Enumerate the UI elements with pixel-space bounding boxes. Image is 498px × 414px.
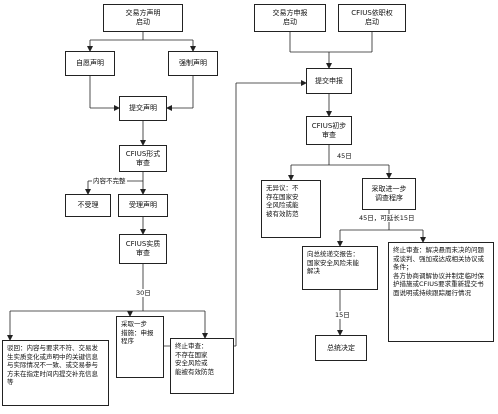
cfius-initial-review-node: CFIUS初步 审查 [306,116,352,145]
terminate-review-2-node: 终止审查：解决悬而未决的问题或谈判、强加或达成相关协议或条件； 各方协商调解协议… [388,242,494,342]
further-measures-node: 采取一步 措施：申报 程序 [116,316,164,378]
days-30-label: 30日 [135,289,152,297]
reject-node: 驳回：内容与要求不符、交易发生实质变化或声明中的关键信息与实际情况不一致、或交易… [2,340,109,406]
report-president-node: 向总统递交报告： 国家安全风险未能 解决 [302,246,378,290]
no-objection-node: 无异议：不 存在国家安 全风险或能 被有效防范 [261,180,321,238]
start-cfius-ex-officio-node: CFIUS依职权 启动 [338,4,406,32]
accept-declaration-node: 受理声明 [118,194,168,217]
further-investigation-node: 采取进一步 调查程序 [362,178,416,210]
start-parties-declaration-node: 交易方声明 启动 [103,4,183,32]
voluntary-declaration-node: 自愿声明 [65,51,115,76]
cfius-substantive-review-node: CFIUS实质 审查 [119,234,167,264]
start-parties-filing-node: 交易方申报 启动 [254,4,326,32]
submit-filing-node: 提交申报 [306,68,352,94]
days-45-extend-label: 45日，可延长15日 [358,214,416,222]
final-decision-node: 总统决定 [315,335,367,361]
terminate-review-1-node: 终止审查： 不存在国家 安全风险或 能被有效防范 [170,338,234,394]
cfius-formal-review-node: CFIUS形式 审查 [119,145,167,172]
not-accepted-node: 不受理 [65,194,111,217]
submit-declaration-node: 提交声明 [119,96,167,121]
days-45-label: 45日 [336,152,353,160]
incomplete-label: 内容不完整 [92,177,127,185]
mandatory-declaration-node: 强制声明 [168,51,218,76]
days-15-label: 15日 [334,311,351,319]
